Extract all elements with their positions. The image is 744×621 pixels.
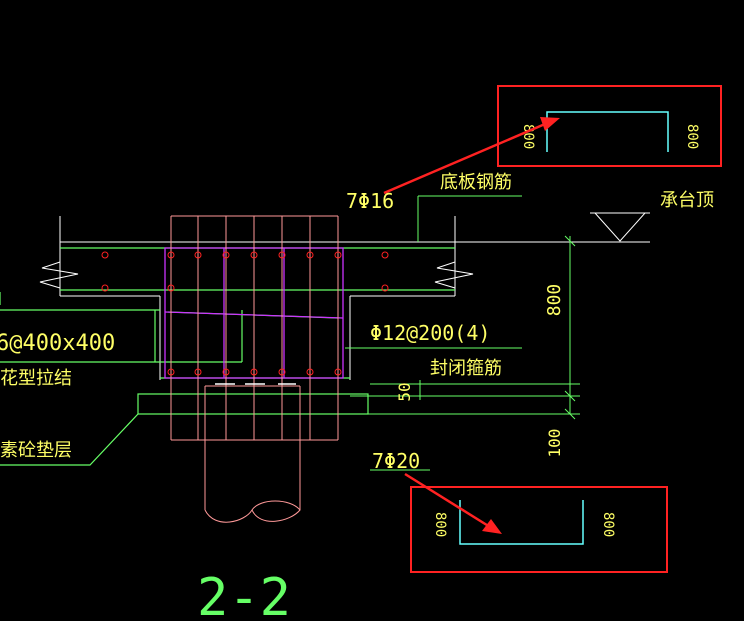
dim-50-label: 50 [395, 382, 414, 401]
dimension-lines [345, 195, 580, 471]
stirrup-spec-label: Φ12@200(4) [370, 321, 490, 345]
bottom-detail-left-dim: 800 [432, 512, 448, 537]
dim-tick-top [564, 235, 576, 247]
upper-arrow-head [540, 117, 560, 131]
dot [250, 368, 258, 376]
cap-outline [39, 216, 650, 380]
bottom-rebar-label: 底板钢筋 [440, 172, 512, 193]
dot [101, 251, 109, 259]
dot [381, 284, 389, 292]
top-detail-highlight: 800 800 [497, 85, 722, 167]
dot [278, 251, 286, 259]
cushion-label: 素砼垫层 [0, 440, 72, 461]
bottom-highlight-box [410, 486, 668, 573]
upper-arrow-line [383, 122, 546, 195]
dot [334, 251, 342, 259]
cushion-layer [137, 393, 369, 415]
pile-break [204, 500, 301, 523]
bottom-detail-highlight: 800 800 [410, 486, 668, 573]
vertical-dowels [170, 215, 339, 441]
dot [306, 251, 314, 259]
dot [222, 251, 230, 259]
section-title: 2-2 [197, 568, 291, 621]
top-bent-bar [546, 111, 669, 152]
rebar-dots [101, 251, 389, 376]
pile [204, 385, 301, 523]
top-highlight-box [497, 85, 722, 167]
cap-top-label: 承台顶 [660, 190, 714, 211]
dot [278, 368, 286, 376]
dot [101, 284, 109, 292]
dot [167, 368, 175, 376]
level-triangle [594, 212, 646, 242]
dot [381, 251, 389, 259]
left-break-symbol [39, 261, 79, 289]
stirrup-name-label: 封闭箍筋 [430, 358, 502, 379]
bottom-detail-right-dim: 800 [600, 512, 616, 537]
cushion-leader [0, 413, 139, 466]
tie-name-label: 花型拉结 [0, 368, 72, 389]
dot [222, 368, 230, 376]
dot [194, 251, 202, 259]
green-rebar [0, 247, 455, 466]
rebar-top-label: 7Φ16 [346, 189, 394, 213]
bottom-bent-bar [459, 500, 584, 545]
lower-arrow-head [482, 519, 502, 534]
rebar-lower-label: 7Φ20 [372, 449, 420, 473]
dot [167, 284, 175, 292]
red-arrows [383, 117, 560, 534]
tie-spec-label: 6@400x400 [0, 331, 115, 356]
dot [306, 368, 314, 376]
dot [250, 251, 258, 259]
dot [334, 368, 342, 376]
dim-800-label: 800 [544, 284, 565, 317]
lower-arrow-line [404, 472, 491, 529]
dim-100-label: 100 [545, 429, 564, 458]
top-detail-right-dim: 800 [684, 124, 700, 149]
dot [167, 251, 175, 259]
dim-tick-100 [564, 408, 576, 420]
dot [194, 368, 202, 376]
right-break-symbol [434, 261, 474, 289]
cap-top-level-mark: 承台顶 [590, 190, 714, 242]
